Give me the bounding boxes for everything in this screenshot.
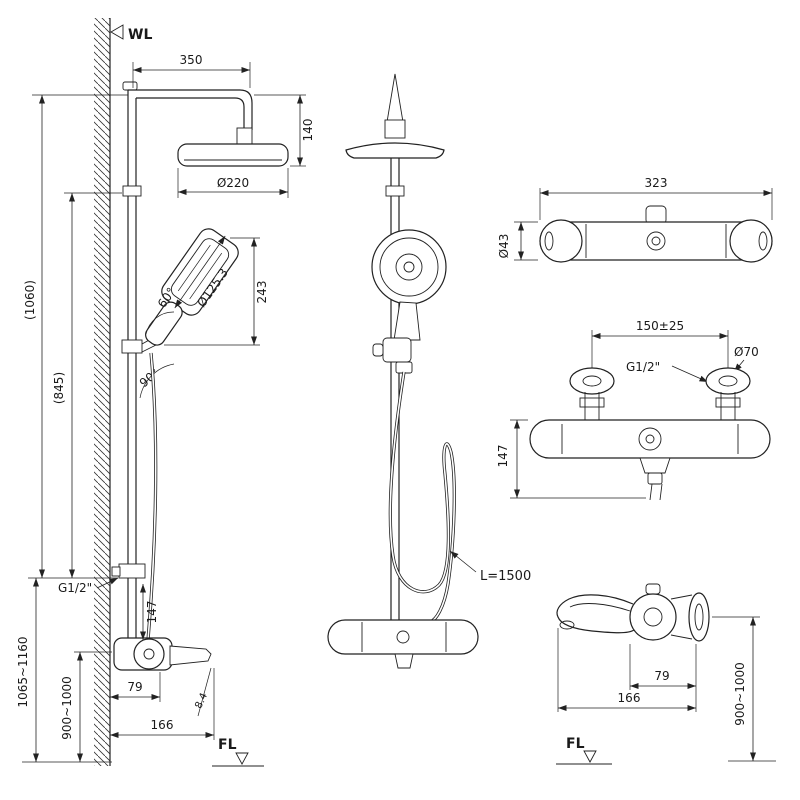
dim-mount-height: 900~1000: [733, 662, 747, 726]
dim-inlet-centers: 150±25: [636, 319, 684, 333]
dim-arm-offset: 350: [180, 53, 203, 67]
arm-tip: [386, 73, 404, 123]
wall-hatch: [94, 18, 110, 766]
dim-head-diameter: Ø220: [217, 176, 249, 190]
hand-shower: [145, 228, 239, 346]
spout-side-detail: 79 166 900~1000 FL: [556, 583, 776, 765]
rain-head-profile: [345, 142, 445, 159]
dim-bar-diameter: Ø43: [497, 234, 511, 259]
left-handle: [539, 219, 583, 263]
rain-shower-head: [177, 127, 289, 167]
dim-hand-shower-height: 243: [255, 281, 269, 304]
plan-view-mixer-bar: 323 Ø43: [497, 176, 773, 263]
dim-hose-length: L=1500: [480, 569, 531, 584]
diverter-knob: [645, 205, 667, 225]
dim-inlet-thread: G1/2": [626, 360, 660, 374]
dim-upper-column: (845): [52, 372, 66, 404]
front-view: WL Ø125.: [16, 18, 315, 767]
angle-arc-60: [145, 311, 175, 335]
dim-flange-diameter: Ø70: [734, 345, 759, 359]
hand-shower-hose-front: [146, 352, 158, 641]
mixer-body: [529, 419, 771, 501]
head-hub: [384, 119, 406, 139]
dim-spout-reach-short: 79: [127, 680, 142, 694]
dim-head-drop: 140: [301, 119, 315, 142]
wall-line-marker-icon: [110, 24, 124, 40]
spout-body: [556, 583, 710, 642]
floor-line-marker-icon: [583, 750, 597, 763]
dim-overall-width: 323: [645, 176, 668, 190]
front-view-dimensions: 350 140 Ø220 243 (1060) (845): [16, 53, 315, 767]
wall-line-label: WL: [128, 27, 152, 43]
floor-line-label: FL: [218, 737, 237, 753]
dim-outlet-height: 1065~1160: [16, 636, 30, 707]
mixer-front-detail: 150±25 G1/2" Ø70: [496, 319, 771, 501]
dim-mixer-height: 900~1000: [60, 676, 74, 740]
bath-mixer-front: [113, 637, 212, 671]
pipe-coupling: [385, 185, 405, 197]
mixer-bar-side: [327, 619, 479, 669]
supply-flanges: [569, 367, 751, 420]
dim-spout-tilt: 8.4: [193, 691, 210, 710]
dim-reach-short: 79: [654, 669, 669, 683]
dim-inlet-thread: G1/2": [58, 581, 92, 595]
hand-shower-face: [371, 229, 447, 374]
dim-reach-long: 166: [618, 691, 641, 705]
floor-line-label-right: FL: [566, 736, 585, 752]
dim-body-height: 147: [496, 445, 510, 468]
dim-outlet-to-spout: 147: [145, 601, 159, 624]
side-view: L=1500: [327, 73, 531, 669]
shower-hose: [388, 371, 456, 624]
dim-spout-reach-long: 166: [151, 718, 174, 732]
dim-column-height: (1060): [23, 280, 37, 320]
holder-angle-label: 90°: [137, 366, 162, 390]
floor-line-marker-icon: [235, 752, 249, 765]
right-handle: [729, 219, 773, 263]
